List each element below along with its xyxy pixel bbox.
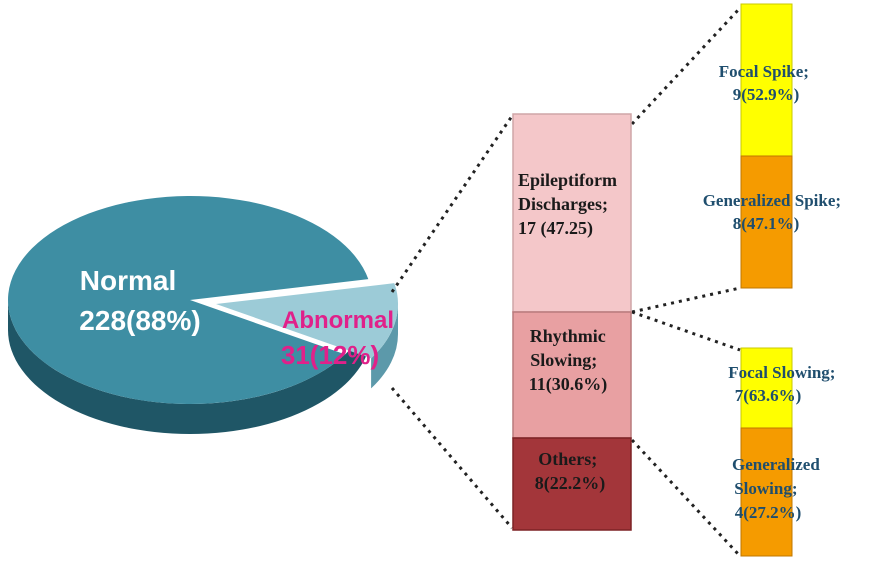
label-generalized-slowing-line-2: Slowing; [734,479,797,498]
connector-epileptiform-top [630,6,742,126]
abnormal-breakdown-bar: Epileptiform Discharges; 17 (47.25) Rhyt… [512,113,632,531]
label-rhythmic-line-3: 11(30.6%) [529,374,608,395]
label-focal-spike-line-1: Focal Spike; [719,62,809,81]
pie-side-normal [8,300,372,434]
connector-rhythmic-top [631,310,741,352]
epileptiform-breakdown-bar: Focal Spike; 9(52.9%) Generalized Spike;… [703,3,846,289]
pie-side-abnormal [371,304,398,389]
connector-pie-to-bar-top [390,115,514,293]
svg-text:Focal Slowing; 7(63.6%): Focal Slowing; 7(63.6%) [728,363,839,405]
label-focal-slowing-line-1: Focal Slowing; [728,363,835,382]
pie-slice-normal [7,196,369,404]
bar-segment-focal-spike [740,3,793,157]
label-generalized-spike-line-1: Generalized Spike; [703,191,841,210]
label-generalized-slowing-line-3: 4(27.2%) [735,503,802,522]
bar-segment-generalized-spike [740,155,793,289]
pie-slice-abnormal [216,283,399,359]
svg-text:Generalized Spike; 8(47.: Generalized Spike; 8(47.1%) [703,191,846,233]
pie-chart: Normal 228(88%) Abnormal 31(12%) [7,196,399,434]
connector-rhythmic-bottom [630,438,742,558]
pie-label-normal: Normal [80,265,176,296]
bar-segment-others [512,437,632,531]
label-focal-slowing-line-2: 7(63.6%) [735,386,802,405]
bar-segment-generalized-slowing [740,427,793,557]
label-rhythmic-line-2: Slowing; [530,350,597,370]
pie-label-abnormal: Abnormal [282,307,394,334]
svg-text:Epileptiform Discharges;: Epileptiform Discharges; 17 (47.25) [518,170,622,239]
label-generalized-slowing-line-1: Generalized [732,455,820,474]
connector-pie-to-bar-bottom [390,387,514,529]
svg-text:Generalized Slowing;: Generalized Slowing; 4(27.2%) [732,455,824,522]
bar-segment-focal-slowing [740,347,793,429]
svg-text:Others; 8(22.2%): Others; 8(22.2%) [535,449,606,494]
svg-text:Rhythmic Slowing;: Rhythmic Slowing; 11(30.6%) [529,326,611,395]
pie-value-abnormal: 31(12%) [281,340,379,370]
bar-segment-rhythmic [512,311,632,439]
label-rhythmic-line-1: Rhythmic [530,326,606,346]
label-focal-spike-line-2: 9(52.9%) [733,85,800,104]
connector-epileptiform-bottom [631,286,741,314]
label-others-line-2: 8(22.2%) [535,473,606,494]
bar-segment-epileptiform [512,113,632,313]
svg-text:Focal Spike; 9(52.9%): Focal Spike; 9(52.9%) [719,62,813,104]
label-epileptiform-line-2: Discharges; [518,194,608,214]
pie-value-normal: 228(88%) [79,305,200,336]
slowing-breakdown-bar: Focal Slowing; 7(63.6%) Generalized Slow… [728,347,839,557]
connector-lines [390,6,742,558]
label-epileptiform-line-1: Epileptiform [518,170,617,190]
label-generalized-spike-line-2: 8(47.1%) [733,214,800,233]
label-others-line-1: Others; [538,449,597,469]
label-epileptiform-line-3: 17 (47.25) [518,218,593,239]
